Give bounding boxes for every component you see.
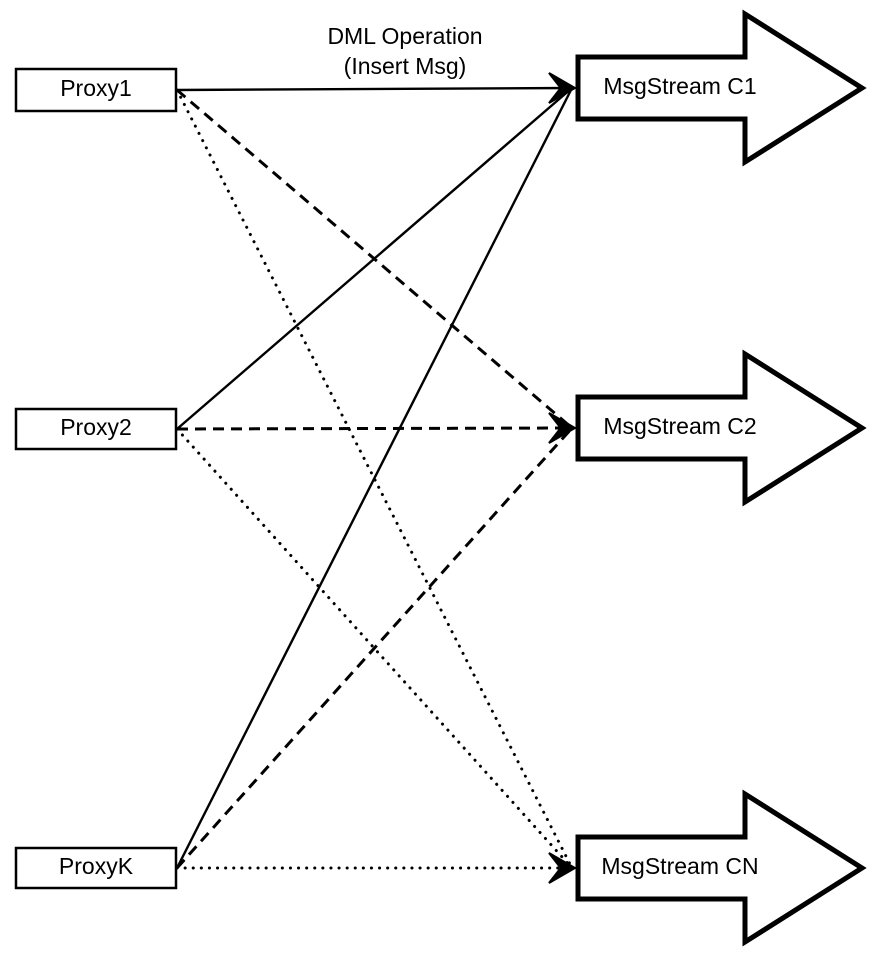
msgstream-node-stream_cn[interactable]: MsgStream CN: [575, 789, 867, 947]
msgstream-arrow-shape: [575, 349, 867, 507]
arrowhead-head-c2: [548, 412, 578, 444]
edge-proxy2-to-stream_c2: [176, 426, 573, 431]
proxy-node-proxyk[interactable]: ProxyK: [14, 846, 178, 890]
edge-proxy2-to-stream_cn: [175, 427, 574, 870]
proxy-label: Proxy2: [60, 414, 132, 440]
proxy-label: ProxyK: [59, 853, 134, 879]
edge-proxyk-to-stream_c1: [175, 87, 574, 869]
proxy-box-shape: [14, 67, 178, 113]
proxy-node-proxy1[interactable]: Proxy1: [14, 67, 178, 113]
arrowhead-head-c1: [548, 72, 578, 104]
edge-proxy2-to-stream_c1: [176, 87, 573, 430]
proxy-box-shape: [14, 846, 178, 890]
arrowheads-layer: [548, 72, 578, 884]
dml-operation-label-line1: DML Operation: [327, 23, 482, 49]
arrowhead-head-cn: [548, 852, 578, 884]
msgstream-node-stream_c2[interactable]: MsgStream C2: [575, 349, 867, 507]
edge-proxy1-to-stream_c1: [176, 86, 573, 92]
edge-proxyk-to-stream_c2: [175, 426, 574, 870]
msgstream-node-stream_c1[interactable]: MsgStream C1: [575, 9, 867, 167]
dml-operation-label-line2: (Insert Msg): [344, 53, 467, 79]
msgstream-arrow-shape: [575, 789, 867, 947]
proxy-box-shape: [14, 407, 178, 451]
edge-label-group: DML Operation (Insert Msg): [327, 23, 482, 79]
proxy-node-proxy2[interactable]: Proxy2: [14, 407, 178, 451]
msgstream-label: MsgStream C1: [603, 73, 756, 99]
msgstream-label: MsgStream C2: [603, 413, 756, 439]
msgstream-label: MsgStream CN: [601, 853, 758, 879]
msgstream-arrow-shape: [575, 9, 867, 167]
streams-layer: MsgStream C1 MsgStream C2 MsgStream CN: [575, 9, 867, 947]
proxy-label: Proxy1: [60, 75, 132, 101]
edges-layer: [175, 86, 574, 870]
